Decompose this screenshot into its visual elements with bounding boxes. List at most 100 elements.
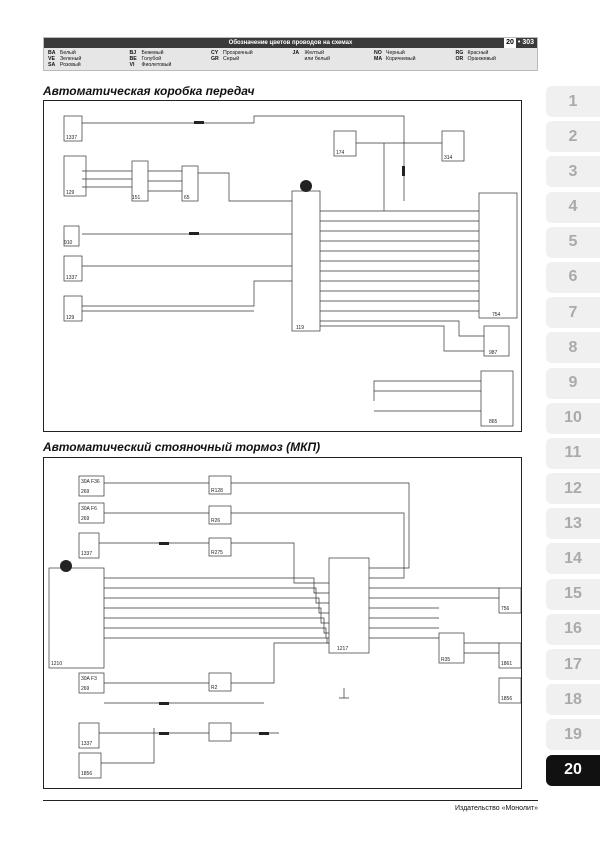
chapter-tab-15[interactable]: 15 [546, 578, 600, 610]
svg-text:269: 269 [81, 686, 90, 692]
legend-code: VE [48, 56, 55, 62]
svg-text:269: 269 [81, 489, 90, 495]
chapter-tab-17[interactable]: 17 [546, 649, 600, 680]
svg-text:1856: 1856 [81, 771, 92, 777]
legend-item: BA Белый [48, 50, 126, 56]
legend-color-name: Оранжевый [467, 56, 496, 62]
legend-color-name: Белый [60, 50, 76, 56]
legend-color-name: или белый [304, 56, 331, 62]
legend-item: или белый [293, 56, 371, 62]
legend-code: BE [129, 56, 137, 62]
chapter-tab-20[interactable]: 20 [546, 754, 600, 786]
chapter-tab-6[interactable]: 6 [546, 261, 600, 293]
svg-text:129: 129 [66, 315, 75, 321]
chapter-tab-8[interactable]: 8 [546, 332, 600, 364]
svg-text:1337: 1337 [66, 275, 77, 281]
svg-text:314: 314 [444, 155, 453, 161]
section-title-parking-brake: Автоматический стояночный тормоз (МКП) [43, 440, 321, 454]
legend-color-name: Серый [223, 56, 240, 62]
chapter-tab-10[interactable]: 10 [546, 402, 600, 434]
legend-item: CY Прозрачный [211, 50, 289, 56]
svg-text:R128: R128 [211, 488, 223, 494]
legend-color-name: Голубой [141, 56, 162, 62]
color-legend: Обозначение цветов проводов на схемах 20… [43, 37, 538, 71]
legend-color-name: Черный [386, 50, 405, 56]
svg-text:756: 756 [501, 606, 510, 612]
chapter-tab-7[interactable]: 7 [546, 297, 600, 329]
svg-text:65: 65 [184, 195, 190, 201]
svg-text:910: 910 [64, 240, 73, 246]
svg-text:R2: R2 [211, 685, 218, 691]
publisher-name: Издательство «Монолит» [454, 805, 538, 812]
chapter-tab-9[interactable]: 9 [546, 367, 600, 399]
svg-text:R26: R26 [211, 518, 220, 524]
section-title-akpp: Автоматическая коробка передач [43, 84, 255, 98]
legend-color-name: Розовый [60, 62, 81, 68]
legend-header: Обозначение цветов проводов на схемах 20… [44, 38, 537, 48]
svg-text:R35: R35 [441, 657, 450, 663]
svg-text:1337: 1337 [81, 551, 92, 557]
legend-item: SA Розовый [48, 62, 126, 68]
legend-code: SA [48, 62, 56, 68]
svg-text:1861: 1861 [501, 661, 512, 667]
legend-code: MA [374, 56, 383, 62]
svg-text:R275: R275 [211, 550, 223, 556]
legend-color-name: Зеленый [60, 56, 82, 62]
svg-text:754: 754 [492, 312, 501, 318]
chapter-tab-13[interactable]: 13 [546, 508, 600, 540]
legend-color-name: Фиолетовый [141, 62, 172, 68]
legend-code: VI [129, 62, 135, 68]
footer-rule [43, 800, 538, 801]
chapter-tab-18[interactable]: 18 [546, 684, 600, 716]
chapter-tab-16[interactable]: 16 [546, 613, 600, 645]
legend-code: OR [455, 56, 464, 62]
svg-text:1856: 1856 [501, 696, 512, 702]
legend-item: NO Черный [374, 50, 452, 56]
svg-text:269: 269 [81, 516, 90, 522]
svg-text:30A F3: 30A F3 [81, 676, 97, 682]
legend-color-name: Красный [467, 50, 489, 56]
legend-color-name: Прозрачный [223, 50, 253, 56]
legend-item: BE Голубой [130, 56, 208, 62]
chapter-tab-12[interactable]: 12 [546, 473, 600, 505]
svg-text:30A F36: 30A F36 [81, 479, 100, 485]
svg-text:151: 151 [132, 195, 141, 201]
svg-text:1217: 1217 [337, 646, 348, 652]
legend-code: RG [455, 50, 464, 56]
chapter-tab-11[interactable]: 11 [546, 437, 600, 469]
svg-text:1337: 1337 [66, 135, 77, 141]
chapter-tab-3[interactable]: 3 [546, 156, 600, 188]
chapter-tab-2[interactable]: 2 [546, 121, 600, 153]
legend-code: CY [211, 50, 219, 56]
legend-code: NO [374, 50, 382, 56]
legend-item: GR Серый [211, 56, 289, 62]
svg-text:987: 987 [489, 350, 498, 356]
chapter-tab-19[interactable]: 19 [546, 719, 600, 751]
legend-item: VE Зеленый [48, 56, 126, 62]
legend-color-name: Желтый [304, 50, 324, 56]
legend-item: VI Фиолетовый [130, 62, 208, 68]
svg-text:174: 174 [336, 150, 345, 156]
chapter-tab-14[interactable]: 14 [546, 543, 600, 575]
chapter-tab-5[interactable]: 5 [546, 226, 600, 258]
svg-text:1337: 1337 [81, 741, 92, 747]
page-number: 20• 303 [504, 38, 534, 48]
chapter-tab-1[interactable]: 1 [546, 86, 600, 117]
svg-text:30A F6: 30A F6 [81, 506, 97, 512]
svg-text:865: 865 [489, 419, 498, 425]
legend-code: GR [211, 56, 219, 62]
legend-title: Обозначение цветов проводов на схемах [228, 40, 353, 46]
legend-code: BA [48, 50, 56, 56]
chapter-tab-4[interactable]: 4 [546, 191, 600, 223]
